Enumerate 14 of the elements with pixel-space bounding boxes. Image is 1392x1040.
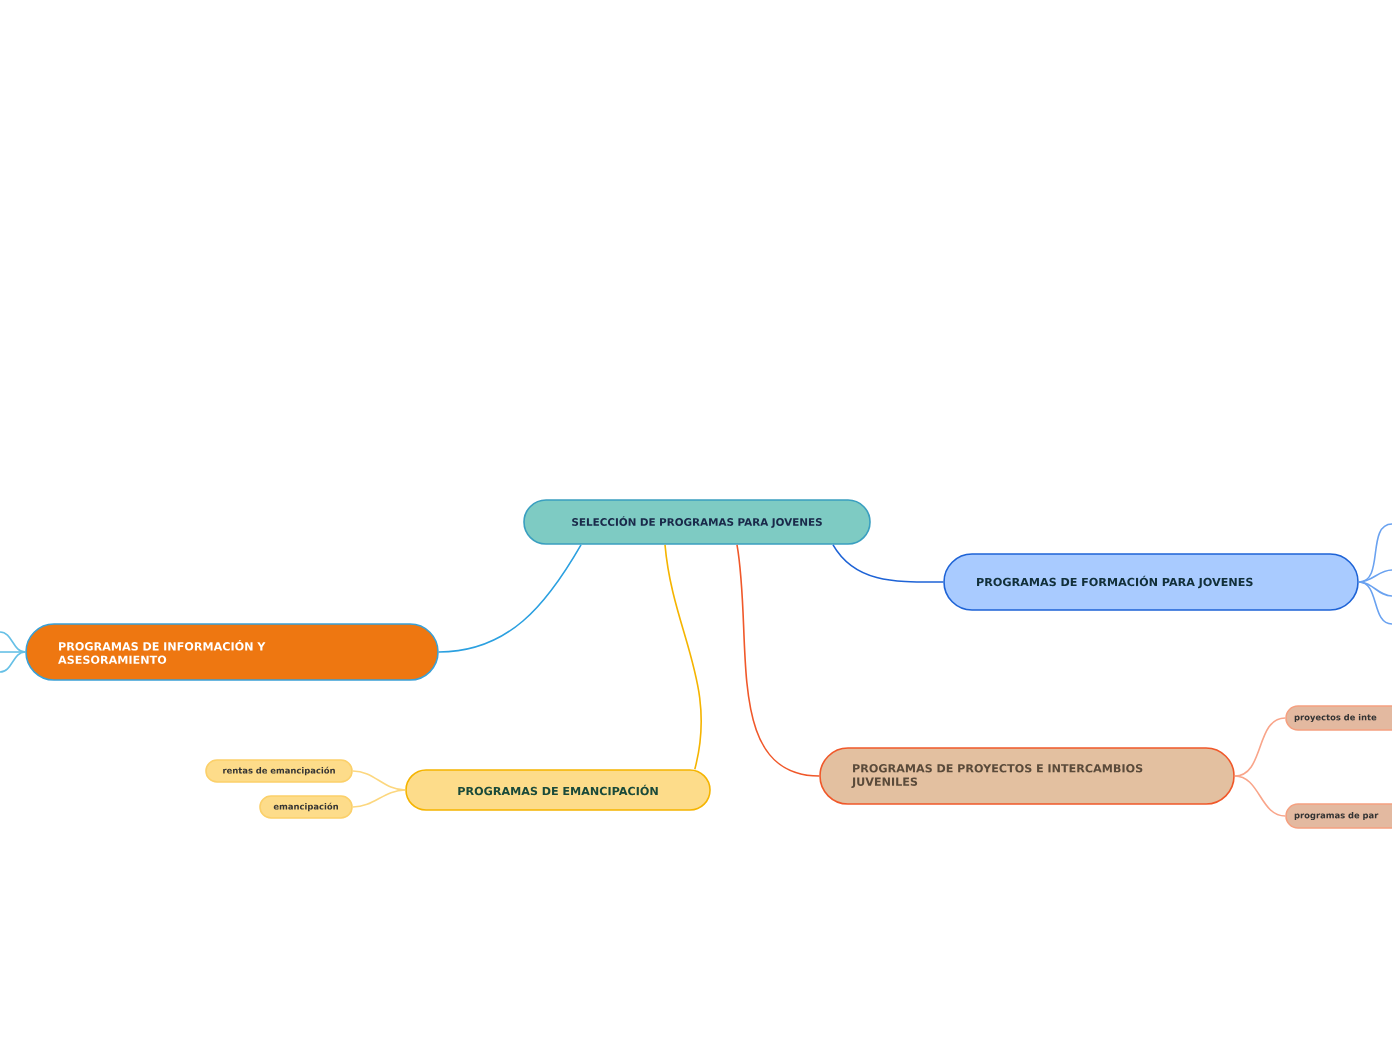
branch-line: [0, 651, 26, 673]
branch-line: [0, 631, 26, 653]
branch-line: [1358, 569, 1392, 583]
branch-line: [0, 651, 26, 653]
connector-line: [736, 544, 820, 777]
branch-line: [1358, 581, 1392, 597]
connector-line: [352, 789, 406, 808]
connector-line: [664, 544, 702, 770]
connector-line: [1234, 775, 1286, 817]
connector-line: [438, 544, 582, 653]
connector-line: [1234, 717, 1286, 777]
connector-line: [832, 544, 944, 583]
branch-line: [1358, 581, 1392, 625]
connector-line: [352, 770, 406, 791]
